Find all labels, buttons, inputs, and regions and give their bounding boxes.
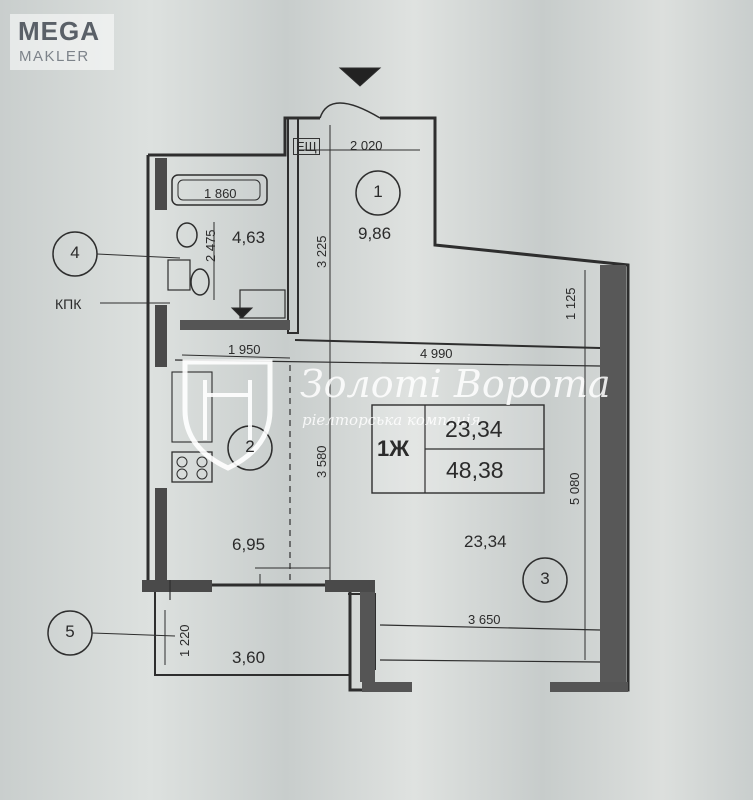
logo-makler: MAKLER bbox=[19, 48, 90, 65]
room-5-number: 5 bbox=[65, 622, 75, 641]
entrance-door-arc bbox=[319, 102, 381, 119]
shaft-label: ЕЩ bbox=[293, 138, 320, 155]
watermark-shield-icon bbox=[182, 359, 273, 471]
room-1-marker bbox=[355, 170, 401, 216]
watermark-name: Золоті Ворота bbox=[300, 362, 611, 406]
dim-room-bottom-width: 3 650 bbox=[468, 612, 501, 627]
room-3-area: 23,34 bbox=[464, 532, 507, 551]
room-2-number: 2 bbox=[245, 437, 255, 456]
dim-upper-offset: 1 125 bbox=[563, 287, 578, 320]
dim-hall-depth: 3 225 bbox=[314, 235, 329, 268]
wall-segment bbox=[362, 682, 412, 692]
wall-segment bbox=[180, 320, 290, 330]
wall-segment bbox=[360, 592, 375, 682]
wall-segment bbox=[155, 158, 167, 210]
wall-segment bbox=[155, 488, 167, 583]
room-1-area: 9,86 bbox=[358, 224, 392, 243]
room-3-marker bbox=[522, 557, 568, 603]
dim-bath-depth: 2 475 bbox=[203, 229, 218, 262]
wall-segment bbox=[325, 580, 375, 592]
room-1-number: 1 bbox=[373, 182, 383, 201]
bathtub-icon bbox=[171, 174, 268, 206]
room-2-area: 6,95 bbox=[232, 535, 266, 554]
dim-kitchen-width: 1 950 bbox=[228, 342, 261, 357]
room-5-area: 3,60 bbox=[232, 648, 266, 667]
sink-icon bbox=[176, 222, 198, 248]
kpk-label: КПК bbox=[55, 296, 82, 312]
dim-room-width: 4 990 bbox=[420, 346, 453, 361]
stove-icon bbox=[171, 451, 213, 483]
partition-wall bbox=[287, 117, 299, 334]
door-marker-icon bbox=[230, 307, 254, 319]
wall-segment bbox=[155, 305, 167, 367]
dim-hall-width: 2 020 bbox=[350, 138, 383, 153]
living-area: 23,34 bbox=[445, 416, 503, 442]
dim-room-depth: 5 080 bbox=[567, 472, 582, 505]
unit-type: 1Ж bbox=[377, 436, 410, 461]
toilet-icon bbox=[190, 268, 210, 296]
dim-kitchen-depth: 3 580 bbox=[314, 445, 329, 478]
room-4-area: 4,63 bbox=[232, 228, 266, 247]
room-3-number: 3 bbox=[540, 569, 550, 588]
logo-mega: MEGA bbox=[18, 16, 100, 46]
wall-segment bbox=[600, 265, 626, 690]
entrance-marker-icon bbox=[338, 67, 382, 87]
logo-backdrop bbox=[10, 14, 114, 70]
dim-balcony-depth: 1 220 bbox=[177, 624, 192, 657]
room-4-number: 4 bbox=[70, 243, 80, 262]
dim-bath-length: 1 860 bbox=[204, 186, 237, 201]
total-area: 48,38 bbox=[446, 457, 504, 483]
watermark-tagline: ріелторська компанія bbox=[302, 411, 481, 429]
wall-segment bbox=[142, 580, 212, 592]
wall-segment bbox=[550, 682, 628, 692]
